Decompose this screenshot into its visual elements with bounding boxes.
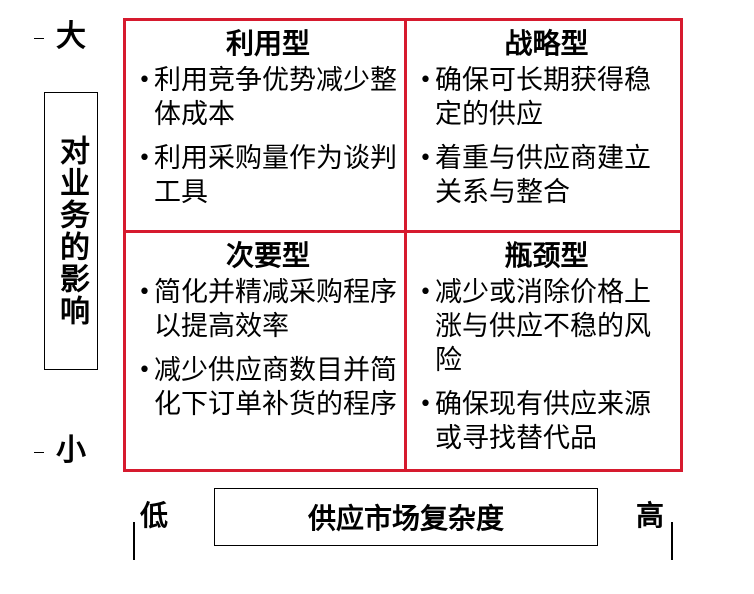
quadrant-title: 利用型 (225, 27, 310, 60)
list-item-text: 确保现有供应来源或寻找替代品 (435, 389, 651, 454)
list-item-text: 简化并精减采购程序以提高效率 (154, 277, 397, 342)
portfolio-matrix: 利用型 • 利用竞争优势减少整体成本 • 利用采购量作为谈判工具 战略型 • 确… (123, 18, 683, 472)
quadrant-title: 瓶颈型 (504, 239, 589, 272)
x-axis-right-label: 高 (636, 499, 665, 532)
y-axis-top-label: 大 (56, 19, 86, 54)
list-item: • 着重与供应商建立关系与整合 (419, 142, 674, 210)
bullet-icon: • (419, 68, 432, 93)
bullet-icon: • (138, 146, 151, 171)
x-axis-left-marker (133, 522, 135, 560)
y-axis-top-tick (34, 38, 44, 39)
list-item: • 减少供应商数目并简化下订单补货的程序 (138, 354, 398, 422)
list-item: • 减少或消除价格上涨与供应不稳的风险 (419, 276, 674, 378)
bullet-icon: • (419, 146, 432, 171)
quadrant-title: 战略型 (504, 27, 589, 60)
bullet-icon: • (138, 68, 151, 93)
y-axis-label: 对业务的影响 (54, 135, 89, 327)
x-axis-label: 供应市场复杂度 (307, 502, 504, 535)
list-item: • 确保可长期获得稳定的供应 (419, 64, 674, 132)
list-item-text: 确保可长期获得稳定的供应 (435, 65, 651, 130)
list-item: • 利用采购量作为谈判工具 (138, 142, 398, 210)
bullet-icon: • (419, 392, 432, 417)
bullet-icon: • (419, 280, 432, 305)
list-item: • 确保现有供应来源或寻找替代品 (419, 388, 674, 456)
list-item-text: 减少供应商数目并简化下订单补货的程序 (154, 355, 397, 420)
y-axis-bottom-tick (34, 452, 44, 453)
quadrant-title: 次要型 (225, 239, 310, 272)
list-item-text: 减少或消除价格上涨与供应不稳的风险 (435, 277, 651, 376)
x-axis-label-box: 供应市场复杂度 (214, 488, 598, 546)
matrix-horizontal-divider (126, 230, 680, 233)
list-item-text: 利用采购量作为谈判工具 (154, 143, 397, 208)
quadrant-strategic: 战略型 • 确保可长期获得稳定的供应 • 着重与供应商建立关系与整合 (407, 21, 680, 230)
quadrant-bottleneck: 瓶颈型 • 减少或消除价格上涨与供应不稳的风险 • 确保现有供应来源或寻找替代品 (407, 233, 680, 469)
list-item-text: 利用竞争优势减少整体成本 (154, 65, 397, 130)
list-item-text: 着重与供应商建立关系与整合 (435, 143, 651, 208)
list-item: • 简化并精减采购程序以提高效率 (138, 276, 398, 344)
y-axis-label-box: 对业务的影响 (44, 92, 98, 370)
bullet-icon: • (138, 280, 151, 305)
x-axis-right-marker (671, 522, 673, 560)
bullet-icon: • (138, 358, 151, 383)
list-item: • 利用竞争优势减少整体成本 (138, 64, 398, 132)
x-axis-left-label: 低 (140, 499, 169, 532)
quadrant-leverage: 利用型 • 利用竞争优势减少整体成本 • 利用采购量作为谈判工具 (126, 21, 404, 230)
quadrant-noncritical: 次要型 • 简化并精减采购程序以提高效率 • 减少供应商数目并简化下订单补货的程… (126, 233, 404, 469)
matrix-vertical-divider (404, 21, 407, 469)
y-axis-bottom-label: 小 (56, 433, 86, 468)
